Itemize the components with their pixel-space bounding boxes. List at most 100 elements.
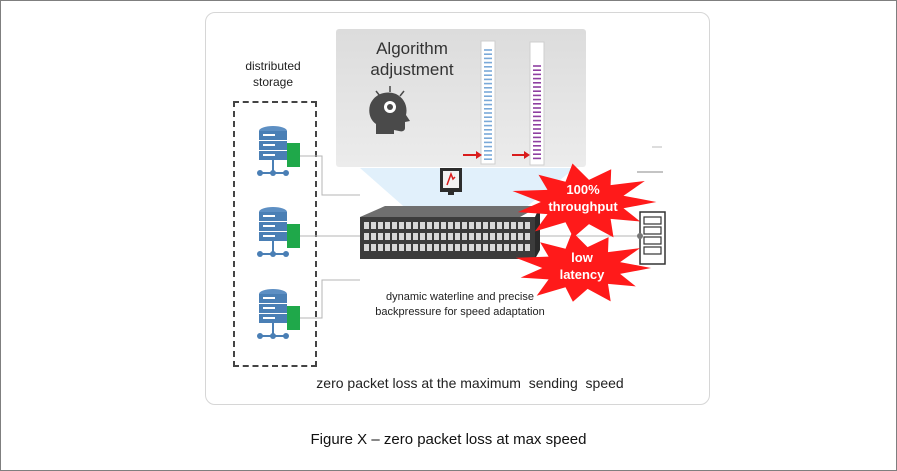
burst-latency-line2: latency [560, 267, 606, 282]
switch-port [441, 222, 446, 229]
switch-port [399, 222, 404, 229]
switch-port [413, 233, 418, 240]
switch-port [490, 233, 495, 240]
switch-port [462, 222, 467, 229]
switch-port [448, 222, 453, 229]
queue-purple-lines [533, 65, 541, 160]
switch-port [371, 244, 376, 251]
switch-port [525, 222, 530, 229]
switch-port [441, 233, 446, 240]
switch-port [399, 244, 404, 251]
burst-throughput-line1: 100% [566, 182, 600, 197]
switch-port [371, 233, 376, 240]
switch-port [518, 244, 523, 251]
switch-port [490, 222, 495, 229]
switch-port [420, 222, 425, 229]
database-server-icon [257, 126, 300, 176]
switch-port [455, 244, 460, 251]
queue-blue-lines [484, 49, 492, 160]
switch-port [448, 244, 453, 251]
switch-port [378, 233, 383, 240]
switch-port [511, 222, 516, 229]
network-switch-icon [360, 206, 540, 259]
switch-port [476, 222, 481, 229]
switch-port [378, 244, 383, 251]
switch-port [497, 233, 502, 240]
switch-port [504, 244, 509, 251]
database-server-icon [257, 207, 300, 257]
arrow-icon [512, 151, 530, 159]
switch-port [462, 244, 467, 251]
switch-port [483, 222, 488, 229]
switch-port [455, 233, 460, 240]
switch-port [441, 244, 446, 251]
zero-packet-loss-label: zero packet loss at the maximum sending … [316, 375, 624, 391]
switch-port [448, 233, 453, 240]
switch-port [490, 244, 495, 251]
switch-port [385, 233, 390, 240]
switch-port [406, 222, 411, 229]
link-server-3 [300, 279, 360, 319]
switch-port [469, 233, 474, 240]
burst-latency-line1: low [571, 250, 594, 265]
switch-port [427, 233, 432, 240]
switch-port [413, 244, 418, 251]
distributed-storage-group [233, 101, 317, 367]
arrow-icon [463, 151, 482, 159]
switch-port [427, 244, 432, 251]
switch-port [392, 244, 397, 251]
switch-port [392, 233, 397, 240]
switch-port [511, 233, 516, 240]
switch-port [399, 233, 404, 240]
switch-port [406, 233, 411, 240]
figure-caption: Figure X – zero packet loss at max speed [310, 431, 587, 448]
switch-port [392, 222, 397, 229]
switch-port [385, 222, 390, 229]
switch-port [371, 222, 376, 229]
switch-port [469, 244, 474, 251]
switch-port [525, 233, 530, 240]
switch-port [455, 222, 460, 229]
switch-port [497, 222, 502, 229]
connection-lines [300, 155, 640, 319]
queue-column-blue [480, 40, 496, 165]
switch-port [511, 244, 516, 251]
algorithm-adjustment-label: Algorithm adjustment [370, 39, 454, 79]
switch-port [483, 244, 488, 251]
switch-port [434, 222, 439, 229]
switch-port [476, 233, 481, 240]
switch-port [525, 244, 530, 251]
waterline-backpressure-label: dynamic waterline and precise backpressu… [375, 291, 545, 318]
switch-port [364, 222, 369, 229]
switch-port [385, 244, 390, 251]
switch-port [364, 233, 369, 240]
switch-port [406, 244, 411, 251]
switch-port [518, 233, 523, 240]
light-beam [360, 168, 575, 212]
switch-port [469, 222, 474, 229]
switch-port [497, 244, 502, 251]
switch-port [504, 233, 509, 240]
storage-array-icon [637, 211, 666, 265]
switch-port [427, 222, 432, 229]
brain-head-icon [369, 86, 410, 134]
switch-port [434, 244, 439, 251]
link-server-1 [300, 155, 360, 196]
switch-port [378, 222, 383, 229]
switch-port [462, 233, 467, 240]
burst-throughput-line2: throughput [548, 199, 618, 214]
switch-port [434, 233, 439, 240]
switch-port [420, 233, 425, 240]
switch-port [483, 233, 488, 240]
switch-port [504, 222, 509, 229]
switch-port [518, 222, 523, 229]
monitor-icon [440, 168, 462, 195]
switch-port [364, 244, 369, 251]
switch-port [413, 222, 418, 229]
switch-port [420, 244, 425, 251]
distributed-storage-label: distributed storage [245, 59, 301, 89]
latency-burst: low latency [515, 231, 652, 302]
throughput-burst: 100% throughput [512, 163, 657, 238]
database-server-icon [257, 289, 300, 339]
